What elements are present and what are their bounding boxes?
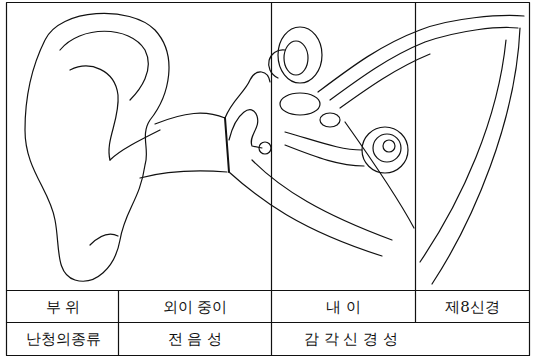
semicircular-canal — [269, 50, 285, 78]
table-text: 감 각 신 경 성 — [304, 330, 398, 349]
ear-canal — [155, 113, 225, 124]
table-cell: 외이 중이 — [119, 292, 271, 322]
table-cell: 부 위 — [8, 292, 118, 322]
lobule — [90, 234, 118, 245]
auricle — [25, 13, 169, 281]
semicircular-canal — [278, 27, 322, 83]
table-rule — [118, 291, 119, 356]
semicircular-canal — [284, 41, 308, 75]
table-text: 내 이 — [326, 298, 361, 317]
frame — [7, 3, 530, 356]
table-cell: 전 음 성 — [119, 323, 271, 355]
cochlea — [383, 140, 395, 152]
eustachian-tube — [229, 172, 382, 256]
stapes — [259, 142, 271, 154]
nerve-branch — [345, 122, 414, 228]
concha — [110, 130, 160, 160]
table-rule — [7, 290, 530, 291]
helix — [60, 31, 148, 100]
ossicle — [229, 110, 262, 148]
table-text: 부 위 — [46, 298, 81, 317]
cochlea — [373, 134, 401, 162]
table-text: 제8신경 — [445, 298, 500, 317]
vestibule — [320, 113, 340, 127]
table-cell: 감 각 신 경 성 — [272, 323, 430, 355]
cochlear-duct — [285, 145, 364, 166]
middle-ear — [225, 72, 270, 118]
antihelix — [70, 66, 118, 160]
cochlea — [362, 127, 408, 173]
region-divider — [415, 3, 416, 323]
table-cell: 내 이 — [272, 292, 415, 322]
eighth-nerve — [330, 28, 518, 100]
vestibule — [280, 93, 320, 115]
ear-canal — [140, 171, 227, 178]
table-cell: 난청의종류 — [8, 323, 118, 355]
eustachian-tube — [252, 160, 392, 240]
table-text: 전 음 성 — [168, 330, 223, 349]
cochlear-duct — [285, 132, 362, 150]
brainstem-outline — [420, 40, 506, 262]
table-text: 난청의종류 — [26, 330, 101, 349]
table-cell: 제8신경 — [416, 292, 529, 322]
eighth-nerve — [340, 54, 430, 108]
eardrum — [225, 118, 229, 172]
table-rule — [7, 322, 530, 323]
table-text: 외이 중이 — [163, 298, 228, 317]
eighth-nerve — [318, 16, 524, 92]
